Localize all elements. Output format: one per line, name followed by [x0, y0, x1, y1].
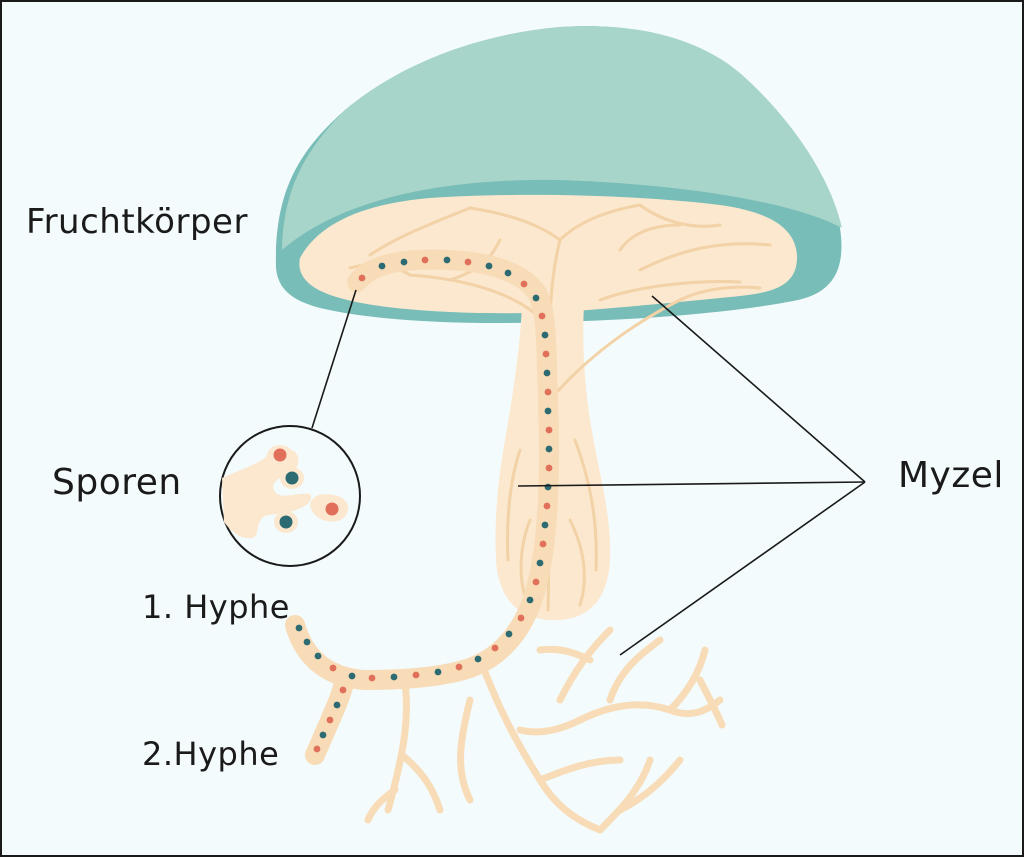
label-sporen: Sporen	[52, 462, 182, 503]
label-fruchtkoerper: Fruchtkörper	[26, 202, 248, 242]
root-mycelium	[364, 626, 726, 834]
spore-pointer-line	[311, 289, 357, 429]
myzel-pointers	[517, 295, 866, 656]
cap-top	[282, 26, 842, 250]
label-hyphe-2: 2.Hyphe	[142, 735, 280, 773]
hypha-nuclei	[295, 256, 553, 753]
spore-teal-1	[285, 471, 299, 485]
label-hyphe-1: 1. Hyphe	[142, 588, 290, 626]
label-myzel: Myzel	[898, 455, 1004, 496]
spore-red-1	[273, 448, 287, 462]
mycelium-veins	[348, 203, 772, 612]
spore-red-2	[325, 502, 339, 516]
spore-detail	[219, 289, 361, 567]
spore-teal-2	[279, 515, 293, 529]
